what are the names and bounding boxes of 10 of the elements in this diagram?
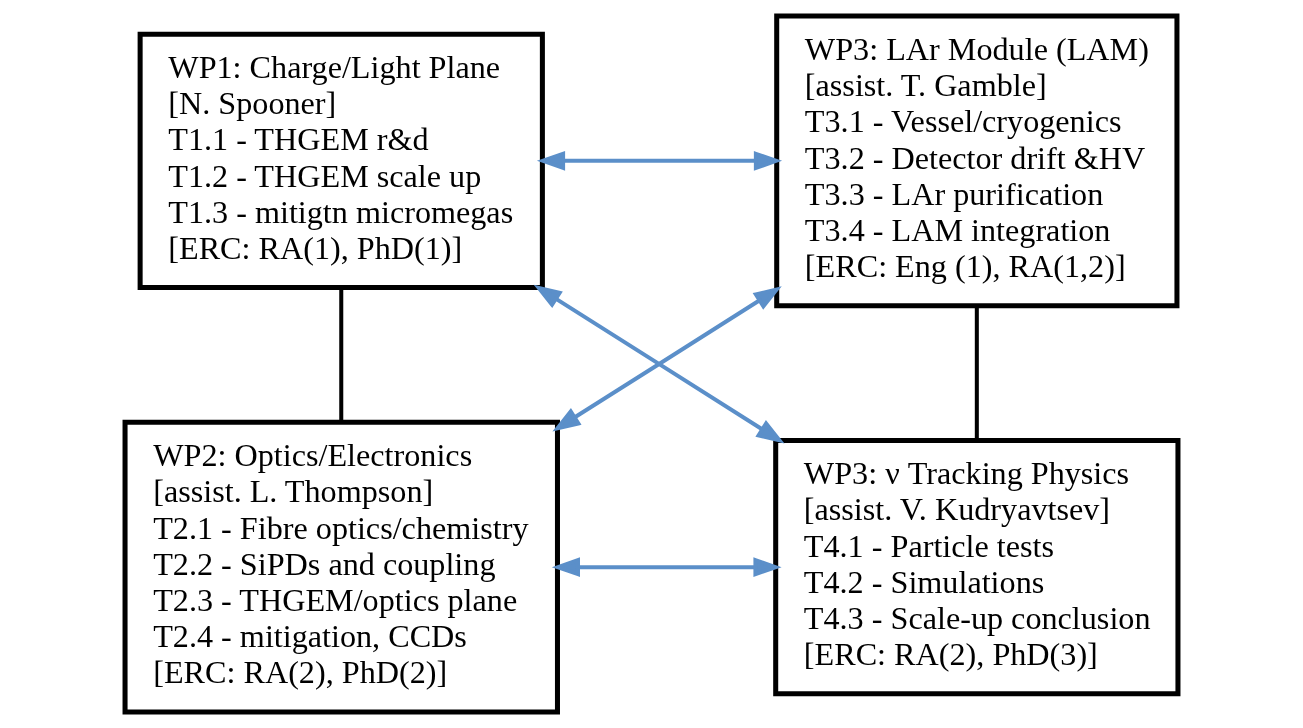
node-box: WP1: Charge/Light Plane [N. Spooner] T1.1 - THGEM r&d T1.2 - THGEM scale up T1.3 - mitigtn micromegas [ERC: RA(1), PhD(1)]: [137, 31, 545, 291]
arrow: [536, 151, 783, 171]
node-box: WP3: LAr Module (LAM) [assist. T. Gamble] T3.1 - Vessel/cryogenics T3.2 - Detector drift &HV T3.3 - LAr purification T3.4 - LAM integration [ERC: Eng (1), RA(1,2)]: [774, 13, 1180, 309]
connector: [974, 305, 979, 440]
node-box: WP2: Optics/Electronics [assist. L. Thompson] T2.1 - Fibre optics/chemistry T2.2 - SiPDs and coupling T2.3 - THGEM/optics plane T2.4 - mitigation, CCDs [ERC: RA(2), PhD(2)]: [122, 419, 560, 715]
connector: [339, 287, 344, 422]
arrow: [551, 557, 782, 577]
arrow: [533, 284, 785, 444]
node-box: WP3: ν Tracking Physics [assist. V. Kudryavtsev] T4.1 - Particle tests T4.2 - Simulations T4.3 - Scale-up conclusion [ERC: RA(2), PhD(3)]: [773, 437, 1181, 697]
arrow: [552, 286, 782, 432]
